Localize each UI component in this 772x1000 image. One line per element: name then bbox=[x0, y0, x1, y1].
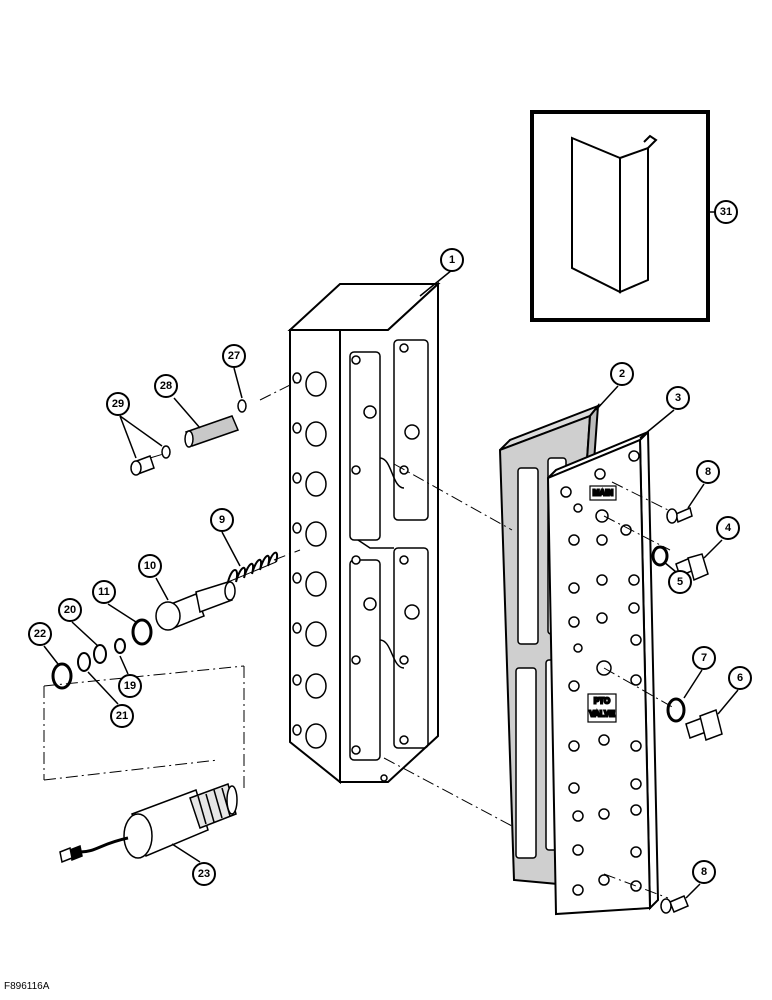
bolt-part-8-top bbox=[666, 506, 693, 524]
solenoid-part-23 bbox=[59, 783, 238, 864]
leader-lines bbox=[43, 269, 739, 899]
svg-text:10: 10 bbox=[144, 560, 156, 572]
callout-29: 29 bbox=[106, 392, 130, 416]
plug-part-29 bbox=[130, 455, 155, 476]
svg-text:9: 9 bbox=[219, 514, 225, 526]
callout-27: 27 bbox=[222, 344, 246, 368]
svg-text:1: 1 bbox=[449, 254, 455, 266]
filter-screen-part-28 bbox=[184, 415, 240, 448]
callout-6: 6 bbox=[728, 666, 752, 690]
svg-text:28: 28 bbox=[160, 380, 172, 392]
callout-3: 3 bbox=[666, 386, 690, 410]
bolt-part-8-bottom bbox=[660, 895, 689, 914]
svg-text:23: 23 bbox=[198, 868, 210, 880]
svg-text:31: 31 bbox=[720, 206, 732, 218]
svg-text:5: 5 bbox=[677, 576, 683, 588]
o-ring-part-20 bbox=[93, 644, 107, 664]
callout-1: 1 bbox=[440, 248, 464, 272]
o-ring-part-21 bbox=[77, 652, 91, 672]
callout-4: 4 bbox=[716, 516, 740, 540]
callout-21: 21 bbox=[110, 704, 134, 728]
callout-5: 5 bbox=[668, 570, 692, 594]
figure-code: F896116A bbox=[4, 981, 50, 992]
svg-text:8: 8 bbox=[705, 466, 711, 478]
callout-8-bottom: 8 bbox=[692, 860, 716, 884]
callout-20: 20 bbox=[58, 598, 82, 622]
callout-28: 28 bbox=[154, 374, 178, 398]
svg-text:29: 29 bbox=[112, 398, 124, 410]
o-ring-part-22 bbox=[51, 662, 73, 690]
main-plate-label: MAIN bbox=[593, 489, 614, 498]
svg-text:8: 8 bbox=[701, 866, 707, 878]
valve-body-part-1 bbox=[287, 281, 441, 785]
bracket-part-31 bbox=[571, 134, 658, 294]
inset-box bbox=[530, 110, 710, 322]
seal-ring-part-11 bbox=[131, 618, 153, 646]
svg-text:20: 20 bbox=[64, 604, 76, 616]
svg-text:22: 22 bbox=[34, 628, 46, 640]
pto-plate-label-line2: VALVE bbox=[589, 710, 615, 719]
callout-11: 11 bbox=[92, 580, 116, 604]
o-ring-part-7 bbox=[666, 697, 686, 723]
callout-9: 9 bbox=[210, 508, 234, 532]
callout-23: 23 bbox=[192, 862, 216, 886]
callout-31: 31 bbox=[714, 200, 738, 224]
plug-part-6 bbox=[685, 709, 723, 741]
o-ring-part-5 bbox=[651, 545, 669, 567]
callout-2: 2 bbox=[610, 362, 634, 386]
svg-text:3: 3 bbox=[675, 392, 681, 404]
o-ring-part-27 bbox=[237, 399, 247, 413]
cover-plate-part-3: MAIN PTO VALVE bbox=[546, 429, 660, 916]
svg-text:27: 27 bbox=[228, 350, 240, 362]
spool-part-10 bbox=[155, 581, 236, 631]
callout-7: 7 bbox=[692, 646, 716, 670]
svg-text:11: 11 bbox=[98, 586, 110, 598]
o-ring-part-19 bbox=[114, 638, 126, 654]
callout-8-top: 8 bbox=[696, 460, 720, 484]
svg-text:6: 6 bbox=[737, 672, 743, 684]
svg-text:2: 2 bbox=[619, 368, 625, 380]
callout-10: 10 bbox=[138, 554, 162, 578]
pto-plate-label-line1: PTO bbox=[594, 697, 610, 706]
spring-part-9 bbox=[227, 551, 278, 583]
callout-19: 19 bbox=[118, 674, 142, 698]
svg-text:19: 19 bbox=[124, 680, 136, 692]
svg-text:7: 7 bbox=[701, 652, 707, 664]
svg-text:21: 21 bbox=[116, 710, 128, 722]
callout-22: 22 bbox=[28, 622, 52, 646]
o-ring-part-29 bbox=[161, 445, 171, 459]
svg-text:4: 4 bbox=[725, 522, 732, 534]
